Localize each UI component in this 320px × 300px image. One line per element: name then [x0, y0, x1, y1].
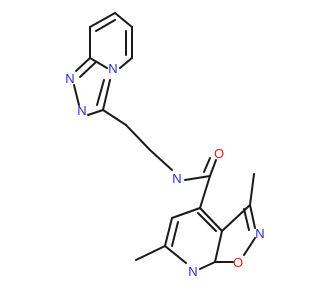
bond [89, 57, 108, 69]
bond [209, 159, 217, 177]
atom-label-oxygen-carbonyl: O [214, 146, 224, 161]
atom-label-nitrogen: N [188, 264, 197, 279]
bond [149, 149, 173, 171]
bond [164, 245, 187, 264]
bond [79, 61, 97, 78]
bond [95, 19, 116, 32]
bond [164, 217, 173, 247]
bond [184, 175, 211, 181]
bond [171, 207, 201, 219]
molecule-structure: N N N N O N O N [65, 12, 265, 279]
bond [87, 109, 104, 116]
bond [102, 79, 111, 111]
bond [199, 207, 223, 232]
bond [221, 204, 251, 232]
bond-layer [73, 12, 256, 270]
bond [75, 57, 91, 72]
bond [171, 221, 179, 247]
bond [73, 84, 80, 106]
bond [249, 173, 255, 206]
bond [203, 157, 211, 173]
bond [119, 57, 133, 69]
bond [197, 212, 217, 232]
atom-label-nitrogen-amide: N [172, 171, 181, 186]
bond [114, 12, 133, 28]
atom-label-oxygen-ring: O [233, 255, 243, 270]
bond [102, 109, 127, 126]
bond [199, 261, 216, 270]
atom-label-nitrogen: N [108, 61, 117, 76]
atom-label-layer: N N N N O N O N [65, 61, 264, 279]
atom-label-nitrogen: N [65, 71, 74, 86]
bond [199, 175, 211, 209]
bond [96, 79, 105, 106]
bond [249, 204, 256, 229]
atom-label-nitrogen: N [77, 103, 86, 118]
structure-canvas: N N N N O N O N [65, 12, 265, 279]
bond [243, 208, 250, 231]
atom-label-nitrogen: N [255, 226, 264, 241]
bond [214, 230, 223, 263]
bond [89, 12, 116, 28]
bond [125, 124, 151, 151]
bond [243, 237, 256, 256]
bond [135, 245, 166, 261]
